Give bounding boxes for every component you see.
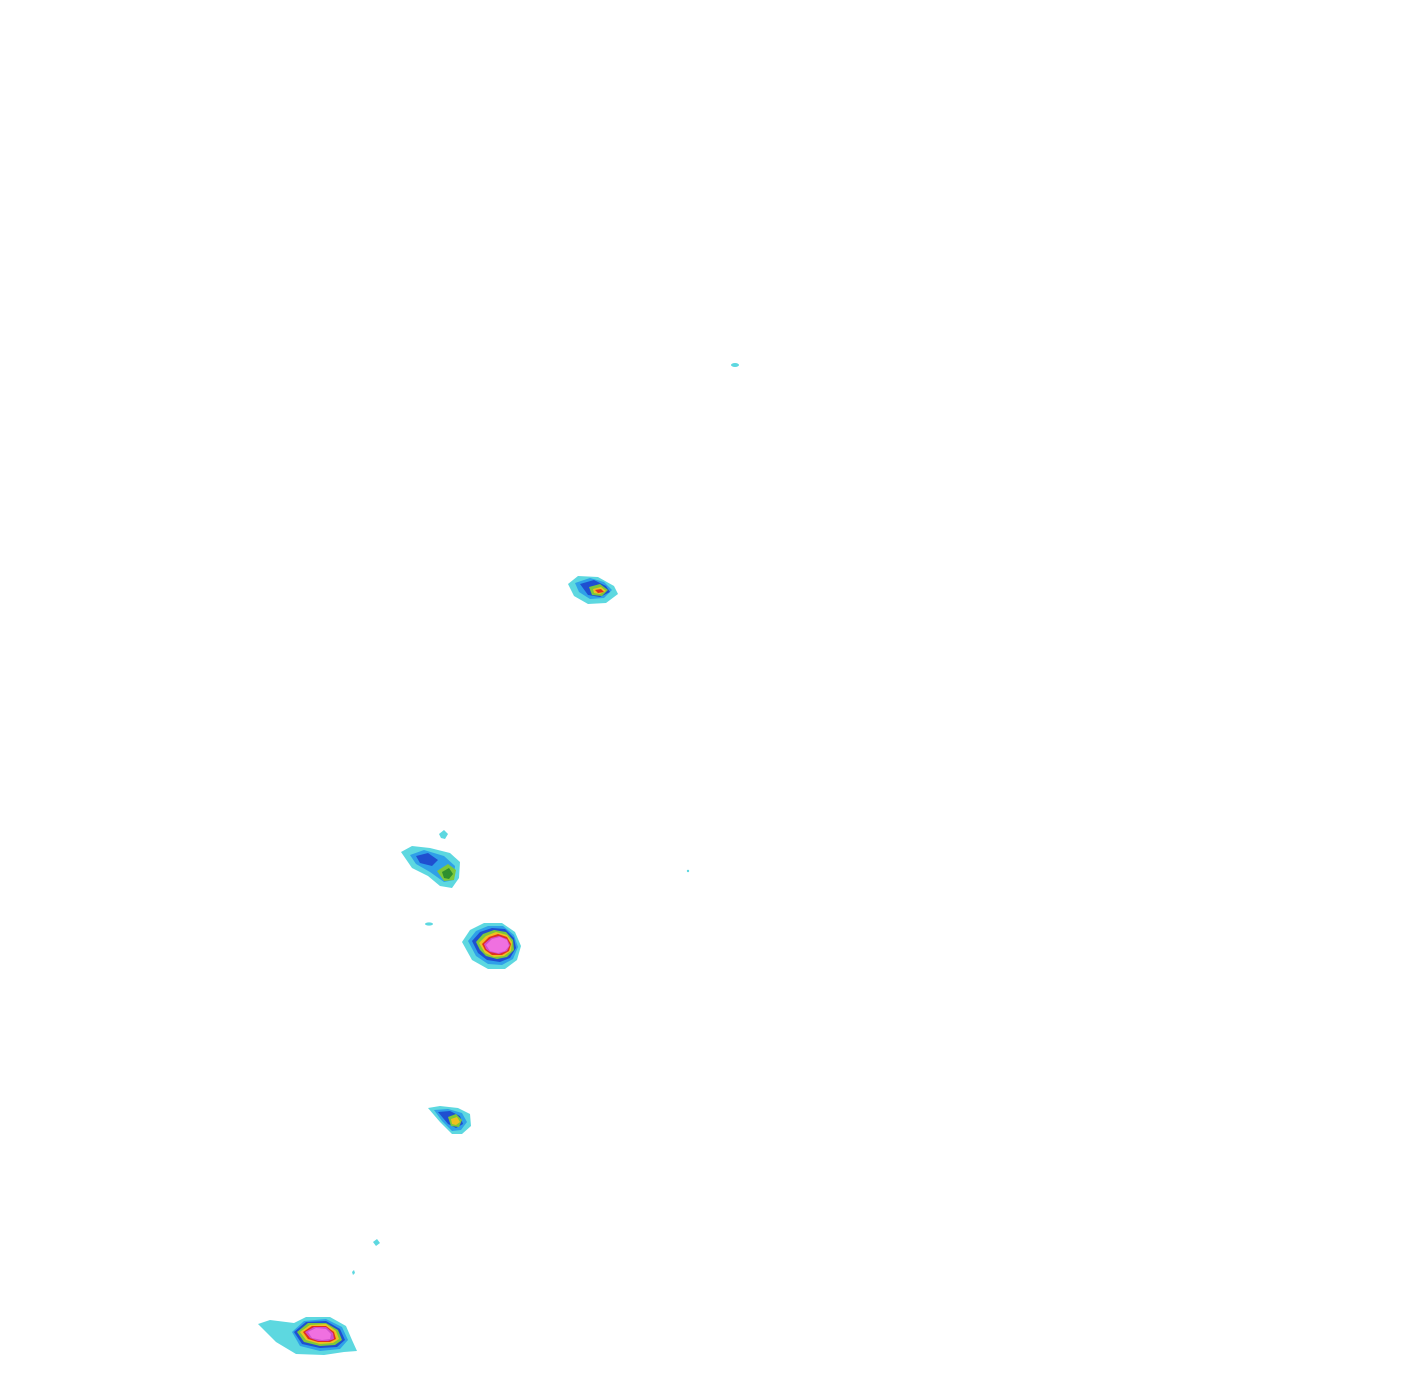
blob-bottom-large [258,1317,357,1355]
contour-level-1 [373,1239,380,1246]
contour-level-6 [451,1117,460,1125]
contour-level-1 [439,830,448,839]
blob-lower [428,1106,471,1134]
blob-upper-mid [568,576,618,604]
blob-center-large [462,923,521,969]
contour-level-9 [486,937,509,953]
speck-left-small [439,830,448,839]
contour-level-5 [442,868,453,879]
speck-bottom-2 [352,1270,355,1275]
contour-level-1 [352,1270,355,1275]
blob-left-mid [401,846,460,888]
contour-level-1 [425,922,433,926]
contour-level-9 [308,1328,331,1340]
speck-bottom-1 [373,1239,380,1246]
contour-level-1 [731,363,739,367]
contour-level-3 [416,853,438,866]
contour-level-1 [686,869,690,873]
contour-level-7 [595,589,604,593]
speck-center-tiny [686,869,690,873]
speck-left-2 [425,922,433,926]
speck-top [731,363,739,367]
